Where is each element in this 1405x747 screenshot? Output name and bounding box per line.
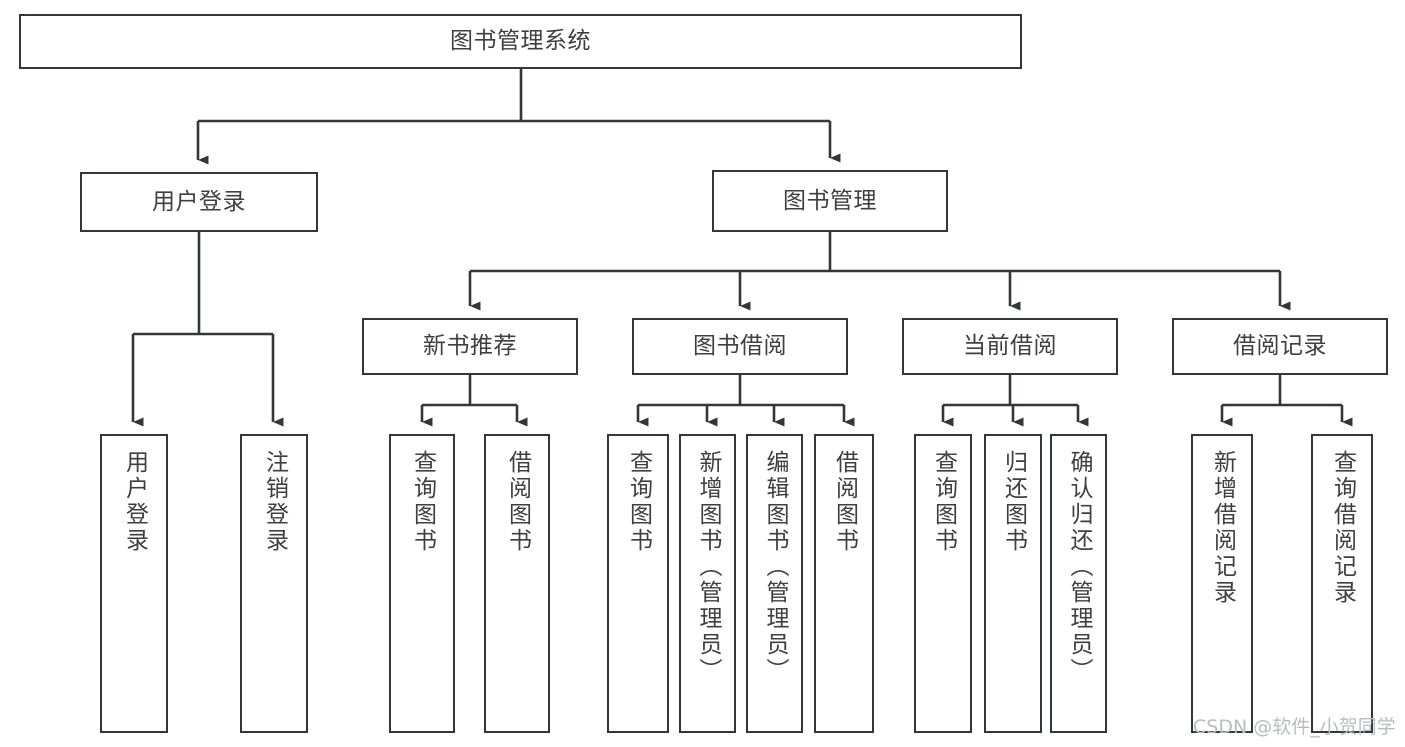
node-leaf-user-logout[interactable]: 注销登录 <box>240 434 308 733</box>
node-new-book-recommend[interactable]: 新书推荐 <box>362 318 578 375</box>
node-leaf-borrow-book-label: 借阅图书 <box>831 450 858 554</box>
node-user-login-label: 用户登录 <box>152 188 246 215</box>
node-leaf-query-book-rec-label: 查询图书 <box>409 450 436 554</box>
node-root-label: 图书管理系统 <box>450 28 591 55</box>
node-current-borrow[interactable]: 当前借阅 <box>902 318 1118 375</box>
node-leaf-query-book-current-label: 查询图书 <box>930 450 957 554</box>
node-leaf-add-borrow-record-label: 新增借阅记录 <box>1209 450 1236 606</box>
node-root[interactable]: 图书管理系统 <box>19 14 1022 69</box>
node-user-login[interactable]: 用户登录 <box>80 172 318 232</box>
node-borrow-record[interactable]: 借阅记录 <box>1172 318 1388 375</box>
node-leaf-return-book-label: 归还图书 <box>1000 450 1027 554</box>
node-leaf-borrow-book[interactable]: 借阅图书 <box>814 434 874 733</box>
node-book-management-label: 图书管理 <box>783 187 877 214</box>
node-leaf-query-book-rec[interactable]: 查询图书 <box>389 434 455 733</box>
node-leaf-confirm-return-label: 确认归还（管理员） <box>1066 450 1092 684</box>
node-current-borrow-label: 当前借阅 <box>963 333 1057 360</box>
node-leaf-borrow-book-rec[interactable]: 借阅图书 <box>484 434 550 733</box>
node-leaf-user-logout-label: 注销登录 <box>261 450 288 554</box>
node-book-borrow[interactable]: 图书借阅 <box>632 318 848 375</box>
node-leaf-borrow-book-rec-label: 借阅图书 <box>504 450 531 554</box>
node-leaf-query-book-borrow-label: 查询图书 <box>625 450 652 554</box>
node-leaf-confirm-return[interactable]: 确认归还（管理员） <box>1050 434 1107 733</box>
node-book-borrow-label: 图书借阅 <box>693 333 787 360</box>
node-leaf-add-book-label: 新增图书（管理员） <box>695 450 721 684</box>
node-leaf-return-book[interactable]: 归还图书 <box>984 434 1042 733</box>
node-new-book-recommend-label: 新书推荐 <box>423 333 517 360</box>
watermark-label: CSDN @软件_小贺同学 <box>1193 716 1396 738</box>
node-borrow-record-label: 借阅记录 <box>1233 333 1327 360</box>
node-book-management[interactable]: 图书管理 <box>712 170 948 232</box>
node-leaf-query-borrow-record[interactable]: 查询借阅记录 <box>1311 434 1373 733</box>
node-leaf-add-borrow-record[interactable]: 新增借阅记录 <box>1191 434 1253 733</box>
node-leaf-query-book-current[interactable]: 查询图书 <box>914 434 972 733</box>
node-leaf-edit-book[interactable]: 编辑图书（管理员） <box>746 434 803 733</box>
node-leaf-user-login-label: 用户登录 <box>121 450 148 554</box>
node-leaf-user-login[interactable]: 用户登录 <box>100 434 168 733</box>
node-leaf-edit-book-label: 编辑图书（管理员） <box>762 450 788 684</box>
node-leaf-query-book-borrow[interactable]: 查询图书 <box>607 434 669 733</box>
node-leaf-add-book[interactable]: 新增图书（管理员） <box>679 434 736 733</box>
node-leaf-query-borrow-record-label: 查询借阅记录 <box>1329 450 1356 606</box>
